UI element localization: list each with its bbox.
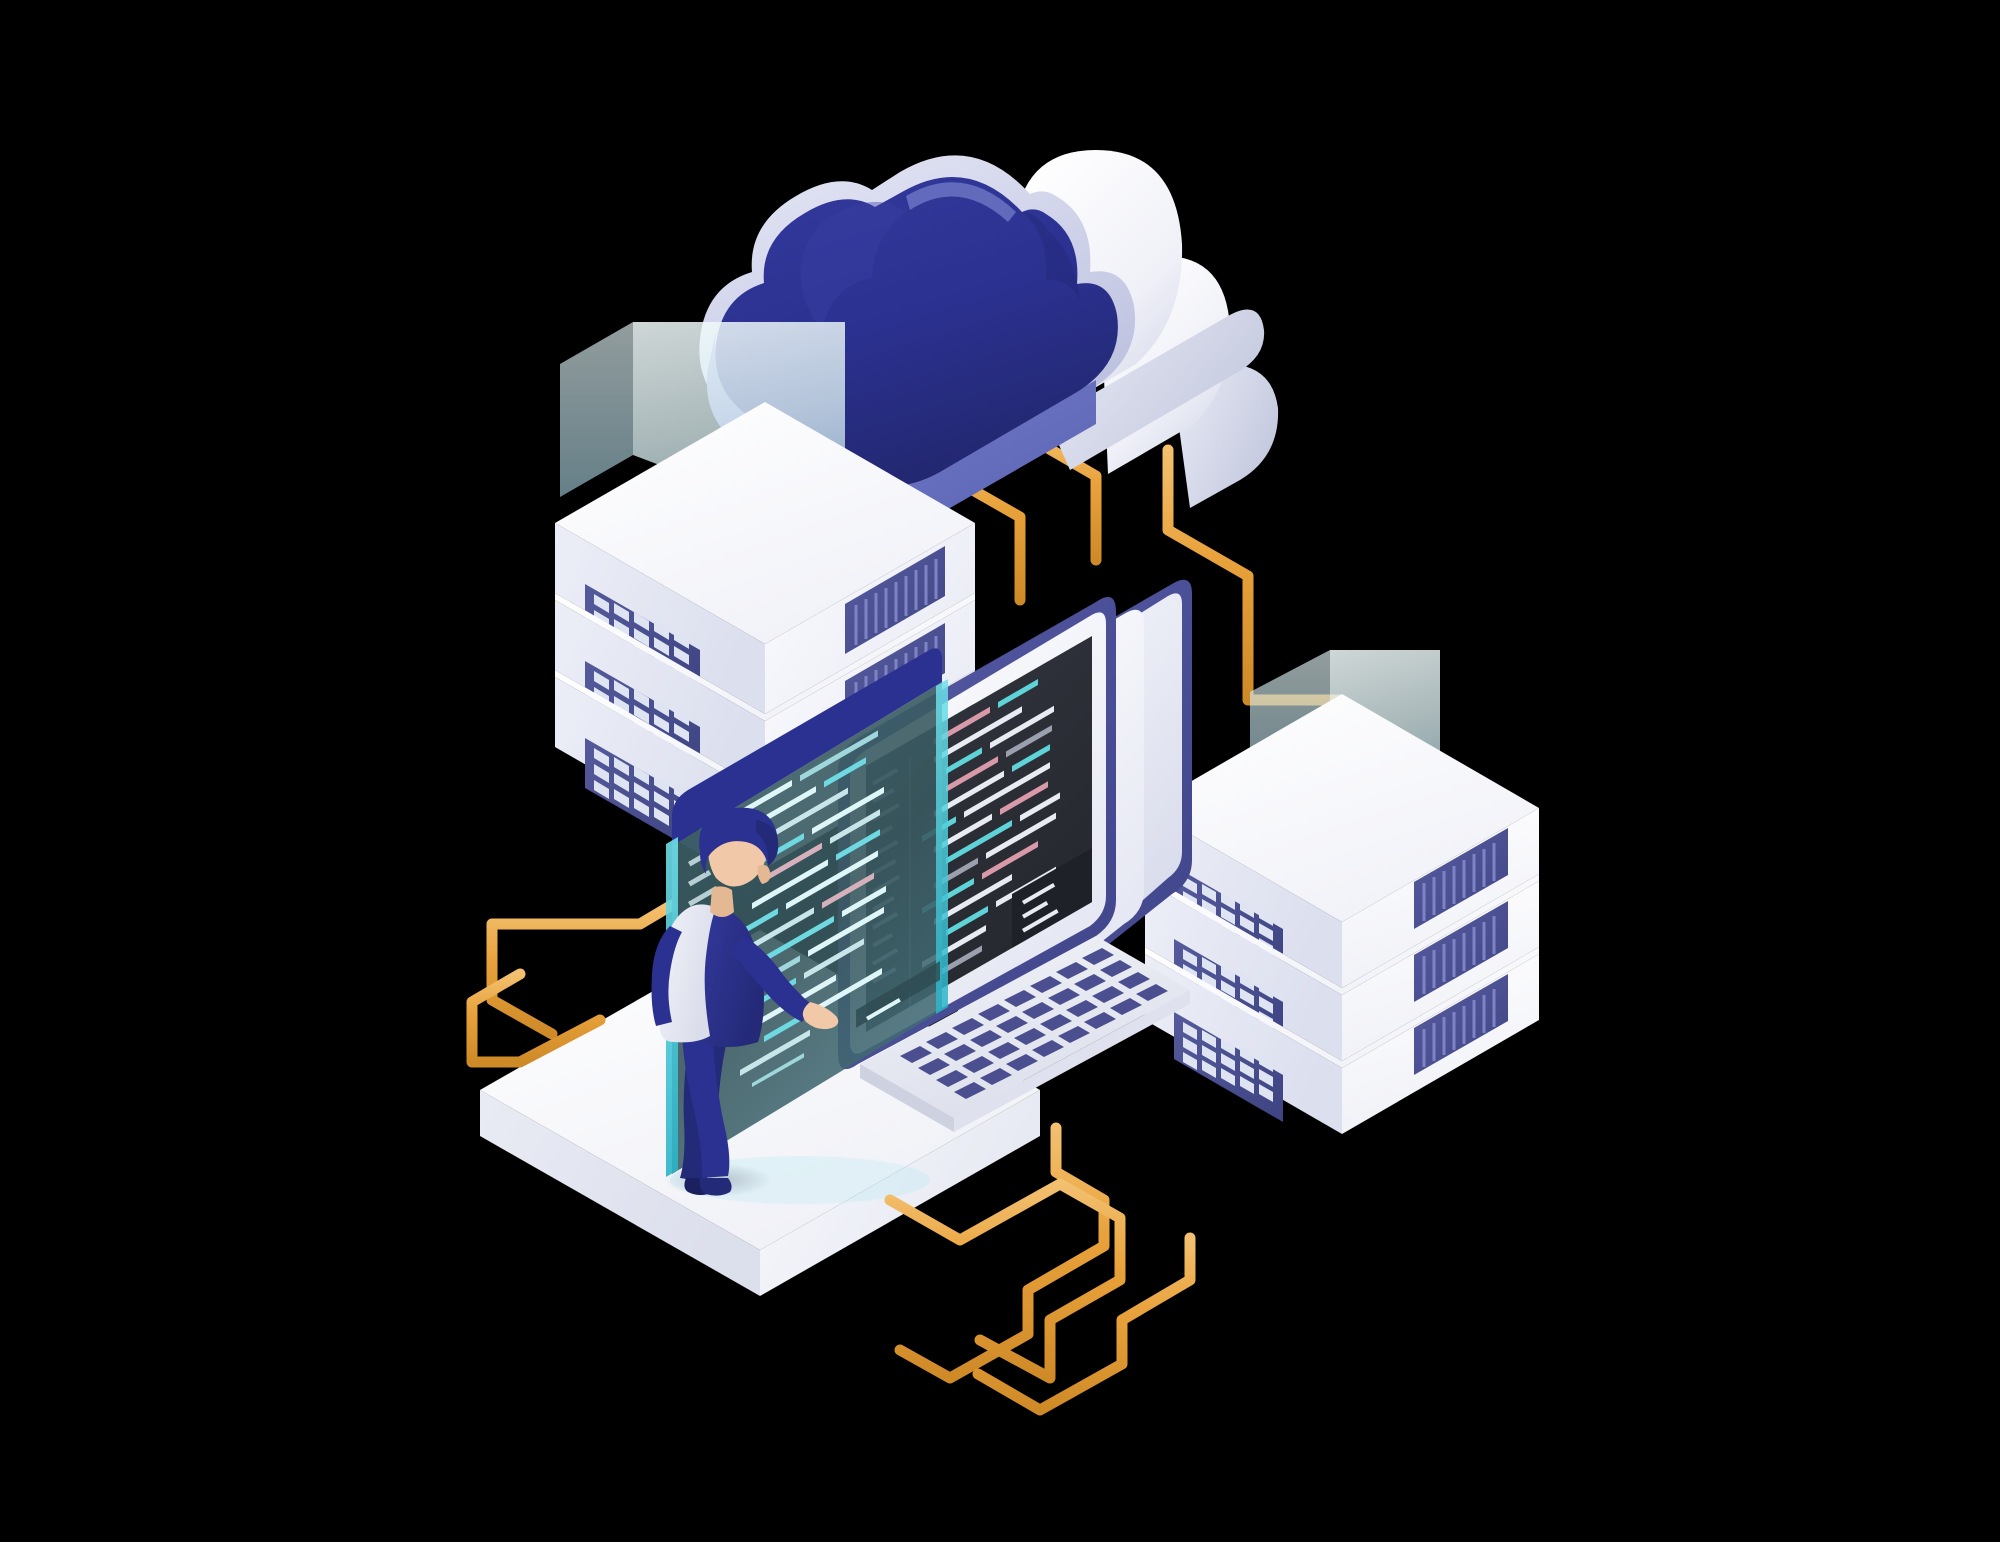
laptop-console-lines: [1022, 883, 1059, 947]
right-u3-grid-cells: [1183, 1022, 1273, 1102]
person-arm-back: [651, 926, 682, 1026]
platform-right-side: [760, 1090, 1040, 1296]
cable-platform-left-loop: [486, 899, 678, 1040]
cable-bottom-loop-a: [894, 1122, 1110, 1384]
cloud-white-base: [1048, 309, 1265, 470]
holo-right-edge: [936, 679, 948, 1014]
holo-top-bar: [672, 648, 942, 846]
right-u1-left: [1145, 808, 1342, 988]
person-shoe-front: [699, 1178, 732, 1196]
right-u3-vent-slots: [1422, 989, 1496, 1067]
developer-figure: [651, 807, 839, 1197]
laptop-base-right-edge: [954, 990, 1190, 1132]
person-hand: [802, 1002, 839, 1030]
cables-foreground: [466, 968, 1126, 1384]
right-rack-unit-3: [1145, 947, 1539, 1134]
cloud-rim-highlight: [906, 182, 1016, 222]
holo-screen-glass: [672, 682, 942, 1174]
laptop-base-deck: [860, 936, 1190, 1118]
left-u1-vent-slots: [854, 559, 938, 645]
cloud-lobe-shade-left: [800, 201, 906, 332]
right-u2-vent-slots: [1422, 916, 1496, 994]
laptop-keyboard-keys: [900, 948, 1168, 1099]
person-neck: [710, 886, 734, 917]
right-rack-unit-1: [1145, 694, 1539, 988]
cable-front-bottom-run: [884, 1178, 1126, 1384]
person-leg-front: [682, 1032, 730, 1178]
laptop-base-front-edge: [860, 1064, 954, 1132]
left-glass-side: [560, 322, 633, 497]
server-rack-right: [1145, 650, 1539, 1134]
platform-left-side: [480, 1090, 760, 1296]
cloud-lobe-shade-top: [1022, 212, 1080, 300]
right-rack-unit-2: [1145, 874, 1539, 1061]
right-u1-vent-slots: [1422, 843, 1496, 921]
person-arm-front: [730, 936, 814, 1022]
cable-front-left-run: [466, 968, 606, 1068]
right-u3-left: [1145, 954, 1342, 1134]
cable-bottom-loop-b: [972, 1232, 1196, 1416]
left-rack-unit-1: [555, 402, 975, 714]
left-u1-left: [555, 523, 765, 714]
left-u2-left: [555, 600, 765, 791]
person-ear: [757, 864, 771, 884]
right-u2-left: [1145, 881, 1342, 1061]
person-hair-front: [756, 820, 778, 866]
